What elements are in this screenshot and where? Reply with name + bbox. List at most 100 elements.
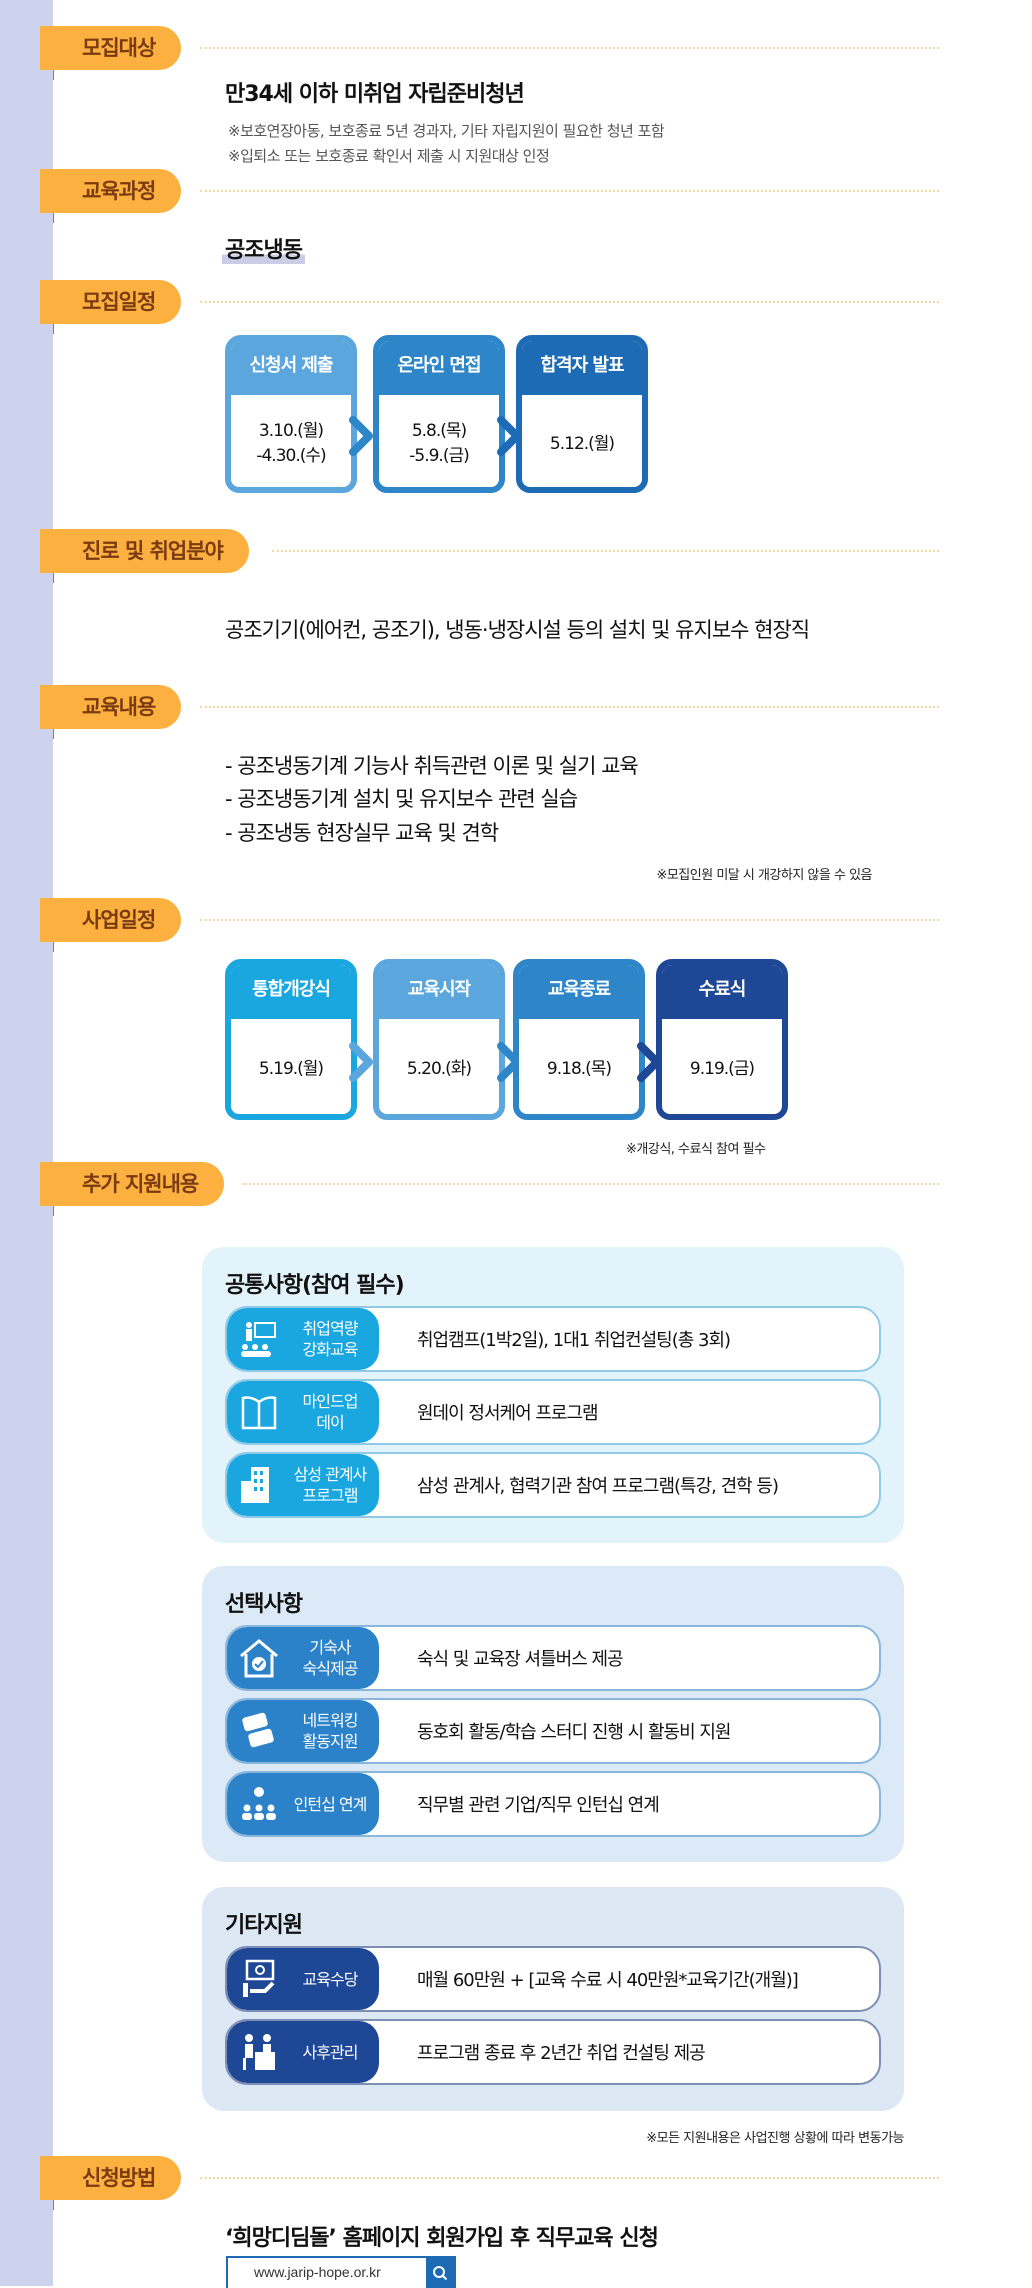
cash-hand-icon xyxy=(237,1957,281,2001)
step-date-line: 5.19.(월) xyxy=(258,1059,324,1079)
course-name: 공조냉동 xyxy=(222,232,305,264)
consulting-icon xyxy=(237,2030,281,2074)
support-value: 취업캠프(1박2일), 1대1 취업컨설팅(총 3회) xyxy=(417,1330,731,1351)
step-title: 신청서 제출 xyxy=(231,341,351,395)
step-date: 9.19.(금) xyxy=(662,1019,782,1114)
support-label: 교육수당 xyxy=(227,1948,379,2010)
support-label: 삼성 관계사 프로그램 xyxy=(227,1454,379,1516)
support-value: 숙식 및 교육장 셔틀버스 제공 xyxy=(417,1649,624,1670)
section-tab: 교육과정 xyxy=(40,169,182,213)
support-row: 기숙사 숙식제공 숙식 및 교육장 셔틀버스 제공 xyxy=(225,1625,881,1691)
support-label: 기숙사 숙식제공 xyxy=(227,1627,379,1689)
section-career: 진로 및 취업분야 xyxy=(40,529,939,583)
section-tab: 모집일정 xyxy=(40,280,182,324)
url-input[interactable] xyxy=(228,2258,424,2286)
chevron-right-icon xyxy=(349,416,373,456)
dotted-divider xyxy=(200,190,939,192)
support-label-text: 교육수당 xyxy=(302,1969,359,1989)
search-button[interactable] xyxy=(426,2258,454,2288)
people-icon xyxy=(237,1782,281,1826)
support-label: 사후관리 xyxy=(227,2021,379,2083)
support-row: 사후관리 프로그램 종료 후 2년간 취업 컨설팅 제공 xyxy=(225,2019,881,2085)
support-label-text: 기숙사 숙식제공 xyxy=(302,1638,359,1678)
section-tab: 신청방법 xyxy=(40,2156,182,2200)
dotted-divider xyxy=(242,1183,939,1185)
money-icon xyxy=(237,1709,281,1753)
schedule-step: 교육시작 5.20.(화) xyxy=(373,959,505,1120)
schedule-step: 수료식 9.19.(금) xyxy=(656,959,788,1120)
section-course: 교육과정 xyxy=(40,169,939,223)
dotted-divider xyxy=(200,47,939,49)
content-note: ※모집인원 미달 시 개강하지 않을 수 있음 xyxy=(656,868,872,883)
section-recruit-schedule: 모집일정 xyxy=(40,280,939,334)
section-target: 모집대상 xyxy=(40,26,939,80)
step-date-line: 5.8.(목) xyxy=(411,421,467,441)
content-item: - 공조냉동기계 설치 및 유지보수 관련 실습 xyxy=(225,787,578,811)
support-label: 인턴십 연계 xyxy=(227,1773,379,1835)
step-date: 3.10.(월)-4.30.(수) xyxy=(231,395,351,487)
step-date: 5.8.(목) -5.9.(금) xyxy=(379,395,499,487)
support-value: 프로그램 종료 후 2년간 취업 컨설팅 제공 xyxy=(417,2043,706,2064)
dotted-divider xyxy=(200,706,939,708)
step-title: 교육종료 xyxy=(519,965,639,1019)
schedule-step: 온라인 면접 5.8.(목) -5.9.(금) xyxy=(373,335,505,493)
url-search-box xyxy=(226,2256,456,2288)
support-label-text: 취업역량 강화교육 xyxy=(302,1319,359,1359)
support-value: 삼성 관계사, 협력기관 참여 프로그램(특강, 견학 등) xyxy=(417,1476,779,1497)
support-label: 네트워킹 활동지원 xyxy=(227,1700,379,1762)
section-tab: 사업일정 xyxy=(40,898,182,942)
dotted-divider xyxy=(200,919,939,921)
schedule-step: 합격자 발표 5.12.(월) xyxy=(516,335,648,493)
left-decor-strip xyxy=(0,0,53,2286)
step-title: 합격자 발표 xyxy=(522,341,642,395)
career-text: 공조기기(에어컨, 공조기), 냉동·냉장시설 등의 설치 및 유지보수 현장직 xyxy=(225,618,810,642)
support-label: 취업역량 강화교육 xyxy=(227,1308,379,1370)
support-label-text: 마인드업 데이 xyxy=(302,1392,359,1432)
support-row: 네트워킹 활동지원 동호회 활동/학습 스터디 진행 시 활동비 지원 xyxy=(225,1698,881,1764)
support-row: 교육수당 매월 60만원 + [교육 수료 시 40만원*교육기간(개월)] xyxy=(225,1946,881,2012)
step-date-line: 9.19.(금) xyxy=(689,1059,755,1079)
step-date-line: 5.20.(화) xyxy=(406,1059,472,1079)
step-date-line: 3.10.(월) xyxy=(258,421,324,441)
book-icon xyxy=(237,1390,281,1434)
support-value: 매월 60만원 + [교육 수료 시 40만원*교육기간(개월)] xyxy=(417,1970,799,1991)
step-date: 5.19.(월) xyxy=(231,1019,351,1114)
biz-schedule-note: ※개강식, 수료식 참여 필수 xyxy=(626,1142,766,1157)
support-label-text: 인턴십 연계 xyxy=(293,1794,368,1814)
step-date: 5.20.(화) xyxy=(379,1019,499,1114)
support-value: 원데이 정서케어 프로그램 xyxy=(417,1403,599,1424)
target-note: ※입퇴소 또는 보호종료 확인서 제출 시 지원대상 인정 xyxy=(228,147,550,165)
section-biz-schedule: 사업일정 xyxy=(40,898,939,952)
step-title: 온라인 면접 xyxy=(379,341,499,395)
content-item: - 공조냉동 현장실무 교육 및 견학 xyxy=(225,821,499,845)
dotted-divider xyxy=(272,550,939,552)
teacher-icon xyxy=(237,1317,281,1361)
section-tab: 모집대상 xyxy=(40,26,182,70)
section-tab: 교육내용 xyxy=(40,685,182,729)
section-content: 교육내용 xyxy=(40,685,939,739)
step-arrow xyxy=(349,1041,375,1082)
content-item: - 공조냉동기계 기능사 취득관련 이론 및 실기 교육 xyxy=(225,754,639,778)
support-panel: 공통사항(참여 필수) 취업역량 강화교육 취업캠프(1박2일), 1대1 취업컨설… xyxy=(202,1247,904,1543)
support-value: 동호회 활동/학습 스터디 진행 시 활동비 지원 xyxy=(417,1722,731,1743)
section-extra: 추가 지원내용 xyxy=(40,1162,939,1216)
panel-title: 공통사항(참여 필수) xyxy=(225,1273,405,1298)
support-label-text: 삼성 관계사 프로그램 xyxy=(293,1465,368,1505)
support-label-text: 네트워킹 활동지원 xyxy=(302,1711,359,1751)
chevron-right-icon xyxy=(349,1041,373,1082)
support-label: 마인드업 데이 xyxy=(227,1381,379,1443)
panel-title: 선택사항 xyxy=(225,1592,303,1617)
support-label-text: 사후관리 xyxy=(302,2042,359,2062)
step-date-line: 5.12.(월) xyxy=(549,433,615,454)
step-title: 수료식 xyxy=(662,965,782,1019)
step-date-line: -5.9.(금) xyxy=(409,446,469,466)
section-tab: 진로 및 취업분야 xyxy=(40,529,249,573)
building-icon xyxy=(237,1463,281,1507)
step-title: 교육시작 xyxy=(379,965,499,1019)
section-apply: 신청방법 xyxy=(40,2156,939,2210)
